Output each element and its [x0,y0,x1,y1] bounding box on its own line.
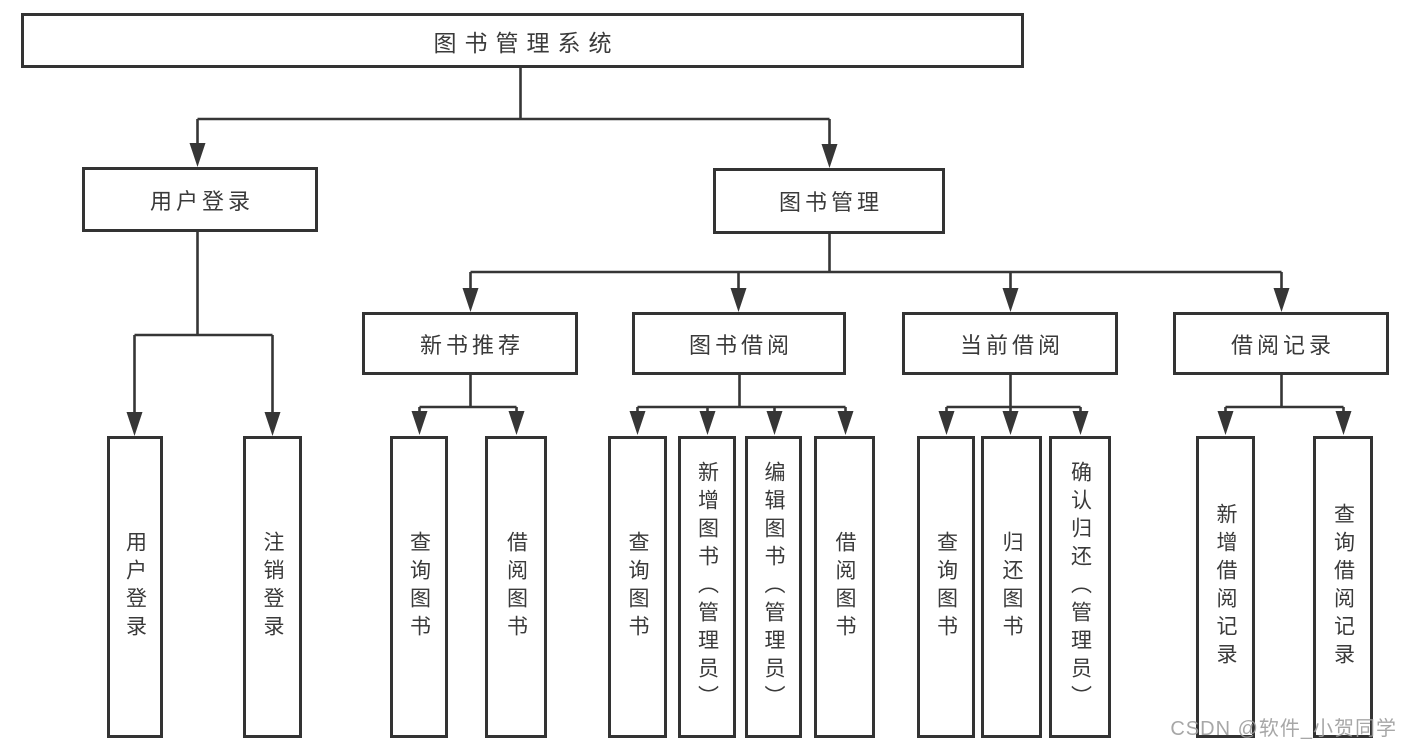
node-label: 确认归还（管理员） [1068,461,1092,713]
node-label: 查询借阅记录 [1331,503,1355,671]
node-label: 借阅图书 [833,531,856,643]
node-label: 新书推荐 [419,332,524,358]
arrow-down-icon [264,412,281,436]
watermark: CSDN @软件_小贺同学 [1170,718,1397,740]
arrow-down-icon [837,411,854,435]
node-label: 新增借阅记录 [1214,503,1237,671]
node-current-return-books: 归还图书 [981,436,1042,738]
tree-connector-path [133,68,1345,414]
arrow-down-icon [462,288,479,312]
node-new-book-recommend: 新书推荐 [362,312,578,375]
node-root-system: 图书管理系统 [21,13,1024,68]
node-label: 查询图书 [407,531,431,643]
connector-lines [133,68,1345,414]
arrow-down-icon [126,412,143,436]
node-borrow-borrow-books: 借阅图书 [814,436,875,738]
node-label: 图书借阅 [688,332,793,358]
node-label: 用户登录 [123,531,147,643]
node-label: 图书管理 [778,190,883,215]
node-label: 查询图书 [934,531,958,643]
arrow-down-icon [411,411,428,435]
arrow-down-icon [1002,288,1019,312]
arrow-down-icon [1002,411,1019,435]
arrow-down-icon [1335,411,1352,435]
node-user-login-action: 用户登录 [107,436,163,738]
node-label: 图书管理系统 [433,29,620,56]
node-label: 用户登录 [149,188,254,214]
arrow-down-icon [730,288,747,312]
arrow-down-icon [189,143,206,167]
node-book-management: 图书管理 [713,168,945,234]
node-current-confirm-return-admin: 确认归还（管理员） [1049,436,1111,738]
arrow-down-icon [1273,288,1290,312]
arrow-down-icon [821,144,838,168]
node-user-login: 用户登录 [82,167,318,232]
arrow-down-icon [938,411,955,435]
node-book-borrowing: 图书借阅 [632,312,846,375]
node-logout-action: 注销登录 [243,436,302,738]
node-label: 借阅记录 [1230,332,1335,358]
arrow-down-icon [629,411,646,435]
arrow-down-icon [766,411,783,435]
node-label: 当前借阅 [959,332,1064,358]
node-label: 注销登录 [261,531,284,643]
node-label: 查询图书 [626,531,649,643]
node-current-query-books: 查询图书 [917,436,975,738]
node-recommend-borrow-books: 借阅图书 [485,436,547,738]
node-label: 借阅图书 [504,531,528,643]
arrow-down-icon [508,411,525,435]
node-borrowing-records: 借阅记录 [1173,312,1389,375]
node-label: 新增图书（管理员） [695,461,719,713]
node-recommend-query-books: 查询图书 [390,436,448,738]
arrow-down-icon [1217,411,1234,435]
node-borrow-edit-books-admin: 编辑图书（管理员） [745,436,802,738]
node-label: 归还图书 [1000,531,1023,643]
node-borrow-query-books: 查询图书 [608,436,667,738]
arrow-down-icon [1072,411,1089,435]
node-label: 编辑图书（管理员） [762,461,785,713]
arrow-down-icon [699,411,716,435]
node-records-add-record: 新增借阅记录 [1196,436,1255,738]
node-records-query-record: 查询借阅记录 [1313,436,1373,738]
arrowheads [126,143,1352,436]
node-current-borrowing: 当前借阅 [902,312,1118,375]
node-borrow-add-books-admin: 新增图书（管理员） [678,436,736,738]
